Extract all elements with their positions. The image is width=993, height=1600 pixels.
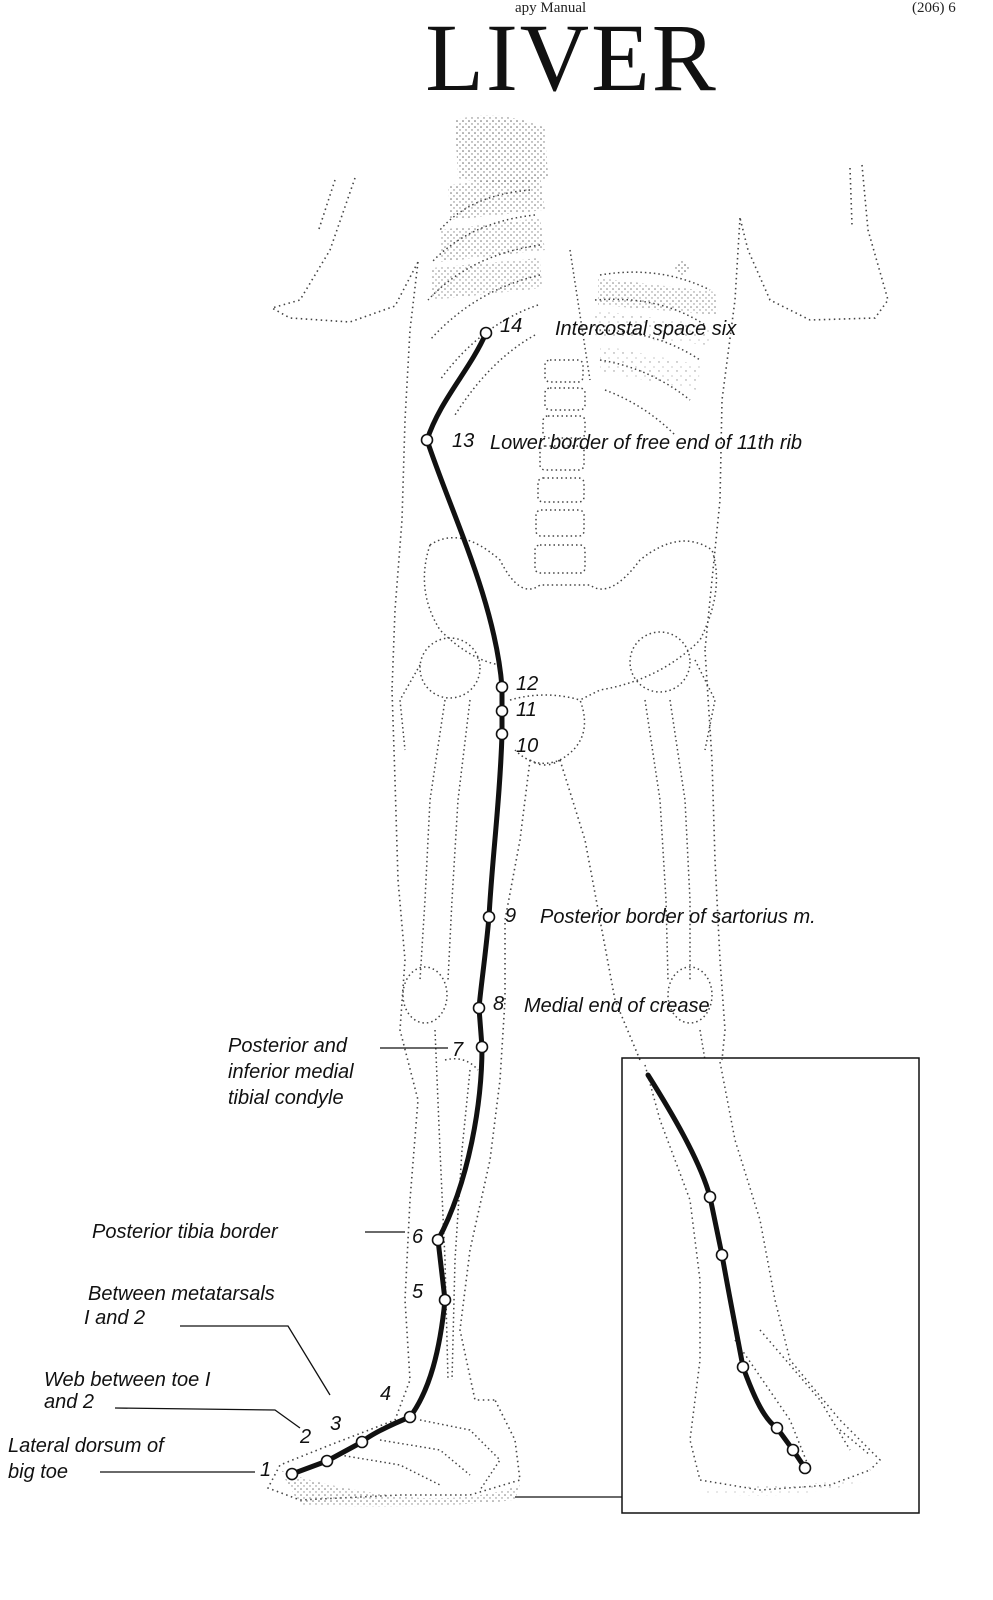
- page-number: (206) 6: [912, 0, 956, 16]
- num-1: 1: [260, 1459, 271, 1481]
- body-outline: [266, 164, 889, 1501]
- num-10: 10: [516, 735, 538, 757]
- point-6: [431, 1233, 445, 1247]
- label-1-line1: Lateral dorsum of: [8, 1435, 166, 1457]
- page-title: LIVER: [425, 4, 718, 111]
- skeleton-outline: [339, 189, 718, 1491]
- label-7-line1: Posterior and: [228, 1035, 348, 1057]
- num-6: 6: [412, 1226, 424, 1248]
- num-14: 14: [500, 315, 522, 337]
- point-1: [285, 1467, 299, 1481]
- num-3: 3: [330, 1413, 341, 1435]
- point-10: [495, 727, 509, 741]
- inset-meridian-line: [645, 1072, 808, 1471]
- label-13: Lower border of free end of 11th rib: [490, 432, 802, 454]
- label-2-line1: Web between toe I: [44, 1369, 211, 1391]
- liver-meridian-line: [289, 330, 505, 1477]
- point-12: [495, 680, 509, 694]
- point-4: [403, 1410, 417, 1424]
- running-header: apy Manual: [515, 0, 587, 16]
- num-8: 8: [493, 993, 504, 1015]
- num-2: 2: [299, 1426, 311, 1448]
- point-2: [320, 1454, 334, 1468]
- inset-acupoints: [703, 1190, 812, 1475]
- label-9: Posterior border of sartorius m.: [540, 906, 816, 928]
- label-8: Medial end of crease: [524, 995, 710, 1017]
- num-9: 9: [505, 905, 516, 927]
- point-numbers: 14 13 12 11 10 9 8 7 6 5 4 3 2 1: [260, 315, 538, 1481]
- num-5: 5: [412, 1281, 424, 1303]
- point-7: [475, 1040, 489, 1054]
- label-1-line2: big toe: [8, 1461, 68, 1483]
- label-3-line1: Between metatarsals: [88, 1283, 275, 1305]
- num-13: 13: [452, 430, 474, 452]
- point-14: [479, 326, 493, 340]
- point-labels: Intercostal space six Lower border of fr…: [8, 318, 816, 1483]
- num-7: 7: [452, 1039, 464, 1061]
- num-11: 11: [516, 699, 537, 721]
- inset-box: [515, 1057, 920, 1514]
- point-9: [482, 910, 496, 924]
- point-5: [438, 1293, 452, 1307]
- label-2-line2: and 2: [44, 1391, 94, 1413]
- leader-lines: [100, 1047, 448, 1473]
- label-6: Posterior tibia border: [92, 1221, 279, 1243]
- point-3: [355, 1435, 369, 1449]
- point-8: [472, 1001, 486, 1015]
- label-7-line3: tibial condyle: [228, 1087, 344, 1109]
- label-14: Intercostal space six: [555, 318, 737, 340]
- acupoints: [285, 326, 509, 1481]
- num-4: 4: [380, 1383, 391, 1405]
- num-12: 12: [516, 673, 538, 695]
- point-13: [420, 433, 434, 447]
- label-7-line2: inferior medial: [228, 1061, 354, 1083]
- stippled-shading: [280, 115, 718, 1507]
- point-11: [495, 704, 509, 718]
- label-3-line2: I and 2: [84, 1307, 145, 1329]
